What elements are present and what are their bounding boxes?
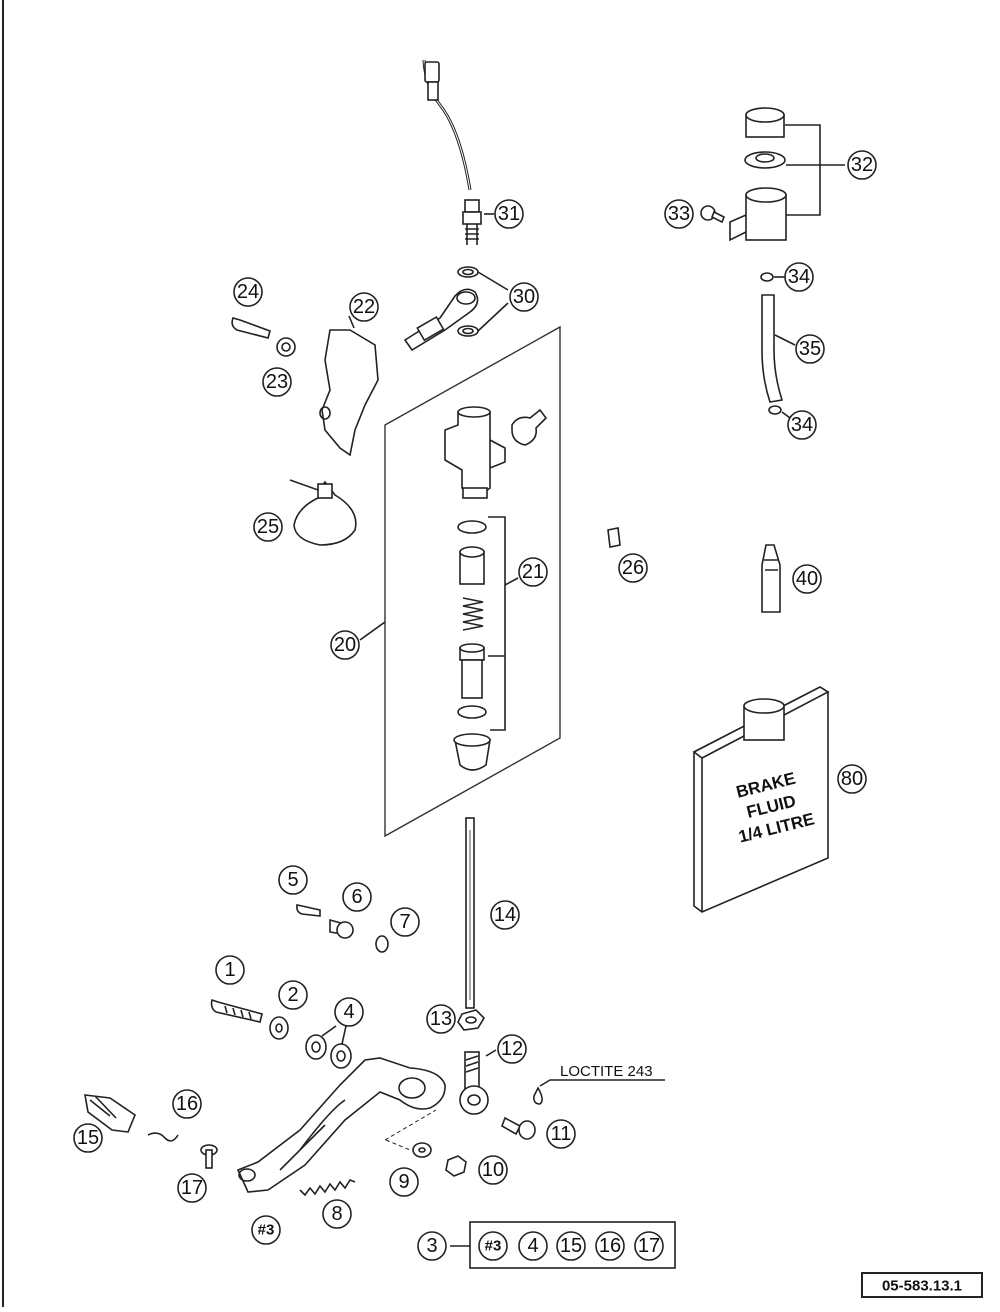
nut-10 [445, 1155, 467, 1177]
foot-peg-15 [84, 1094, 136, 1133]
reservoir-diaphragm [744, 151, 786, 169]
loctite-note: LOCTITE 243 [560, 1063, 653, 1080]
callout-4: 4 [343, 1001, 354, 1023]
piston [459, 643, 485, 699]
bearing-4b [330, 1043, 352, 1069]
callout-5: 5 [287, 869, 298, 891]
bracket-32 [785, 124, 845, 216]
banjo-fitting [403, 288, 479, 352]
washer-9 [412, 1142, 432, 1158]
brake-fluid-bottle [692, 686, 830, 913]
dust-boot [453, 733, 491, 771]
callout-34-top: 34 [788, 266, 810, 288]
leader-12 [485, 1049, 497, 1057]
leader-4 [321, 1025, 337, 1037]
bush-6 [329, 918, 354, 939]
cable-tie-25 [289, 479, 357, 546]
kit-item-2: 4 [527, 1235, 538, 1257]
callout-23: 23 [266, 371, 288, 393]
callout-32: 32 [851, 154, 873, 176]
callout-22: 22 [353, 296, 375, 318]
callout-26: 26 [622, 557, 644, 579]
callout-3: 3 [426, 1235, 437, 1257]
reservoir-body [729, 187, 787, 242]
callout-11: 11 [551, 1123, 572, 1145]
callout-17: 17 [181, 1177, 203, 1199]
kit-item-3: 15 [560, 1235, 582, 1257]
circlip [457, 705, 487, 719]
leader-22 [348, 315, 355, 329]
callout-h3-pedal: #3 [258, 1222, 275, 1239]
pin-17 [200, 1144, 218, 1169]
washer-top [457, 266, 479, 278]
callout-7: 7 [399, 911, 410, 933]
callout-circles [73, 150, 877, 1261]
callout-35: 35 [799, 338, 821, 360]
callout-33: 33 [668, 203, 690, 225]
bush-23 [276, 337, 296, 357]
hose-35 [761, 294, 784, 403]
spring [462, 597, 484, 631]
master-cylinder-frame [384, 325, 561, 838]
screw-24 [231, 317, 271, 339]
callout-12: 12 [501, 1038, 523, 1060]
heel-guard-22 [319, 329, 379, 457]
screw-33 [700, 205, 726, 224]
callout-40: 40 [796, 568, 818, 590]
master-cylinder-body [444, 406, 548, 499]
bolt-5 [296, 904, 321, 917]
washer-7 [375, 935, 389, 953]
bolt-1 [210, 998, 263, 1023]
clevis-12 [459, 1051, 489, 1115]
loctite-drop [533, 1086, 543, 1105]
brake-light-switch [422, 59, 482, 245]
washer-2 [269, 1016, 289, 1040]
hose-clamp-bottom [768, 405, 782, 415]
push-rod [465, 817, 475, 1009]
callout-80: 80 [841, 768, 863, 790]
loctite-tube-40 [761, 544, 781, 613]
callout-25: 25 [257, 516, 279, 538]
callout-13: 13 [430, 1008, 452, 1030]
washer-bottom [457, 325, 479, 337]
drawing-number: 05-583.13.1 [882, 1278, 962, 1295]
callout-15: 15 [77, 1127, 99, 1149]
callout-30: 30 [513, 286, 535, 308]
callout-24: 24 [237, 281, 259, 303]
brake-pedal [236, 1057, 446, 1193]
callout-21: 21 [522, 561, 544, 583]
reservoir-cap [745, 107, 785, 138]
callout-10: 10 [482, 1159, 504, 1181]
bearing-4a [305, 1034, 327, 1060]
callout-2: 2 [287, 984, 298, 1006]
callout-20: 20 [334, 634, 356, 656]
nut-13 [457, 1009, 486, 1031]
loctite-leader [539, 1079, 665, 1087]
bolt-11 [501, 1116, 536, 1140]
callout-8: 8 [331, 1203, 342, 1225]
leader-20 [359, 621, 386, 641]
kit-item-4: 16 [599, 1235, 621, 1257]
callout-16: 16 [176, 1093, 198, 1115]
hose-clamp-top [760, 272, 774, 282]
sleeve [459, 546, 485, 585]
o-ring [457, 520, 487, 534]
callout-34-bottom: 34 [791, 414, 813, 436]
callout-6: 6 [351, 886, 362, 908]
spring-16 [147, 1132, 179, 1142]
kit-item-5: 17 [638, 1235, 660, 1257]
callout-1: 1 [224, 959, 235, 981]
return-spring [299, 1179, 356, 1197]
drawing-number-box [861, 1272, 983, 1298]
kit-item-1: #3 [485, 1238, 502, 1255]
kit-box [469, 1221, 676, 1269]
leader-30 [477, 271, 509, 332]
clip-26 [607, 527, 621, 548]
callout-31: 31 [498, 203, 520, 225]
bracket-21 [488, 516, 506, 731]
callout-9: 9 [398, 1171, 409, 1193]
callout-14: 14 [494, 904, 516, 926]
leader-21 [504, 577, 519, 586]
